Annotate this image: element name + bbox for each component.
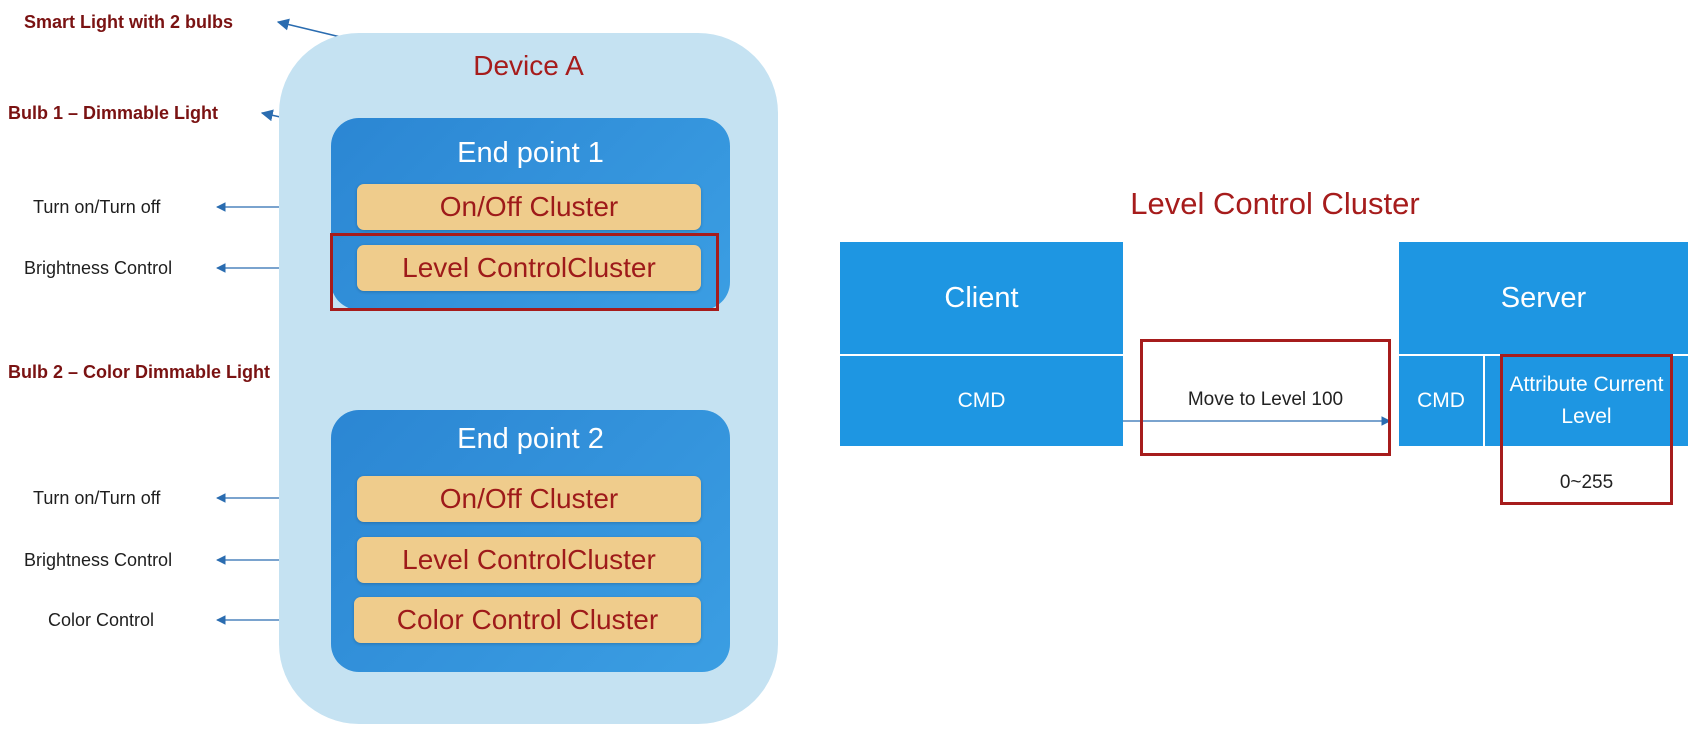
label-ep2-brightness: Brightness Control [24, 550, 173, 570]
ep1-level-control-cluster: Level ControlCluster [357, 245, 701, 291]
ep1-onoff-cluster: On/Off Cluster [357, 184, 701, 230]
server-attribute: Attribute Current Level [1485, 356, 1688, 446]
server-header: Server [1399, 242, 1688, 354]
client-cmd: CMD [840, 356, 1123, 446]
attribute-range: 0~255 [1559, 472, 1614, 493]
label-smart-light: Smart Light with 2 bulbs [24, 12, 234, 32]
endpoint-2-title: End point 2 [457, 423, 604, 455]
move-to-level-message: Move to Level 100 [1187, 389, 1344, 410]
level-control-title: Level Control Cluster [1130, 186, 1420, 221]
label-ep1-brightness: Brightness Control [24, 258, 173, 278]
client-header: Client [840, 242, 1123, 354]
message-highlight [1140, 339, 1391, 456]
ep2-onoff-cluster: On/Off Cluster [357, 476, 701, 522]
label-ep2-turn-on-off: Turn on/Turn off [33, 488, 161, 508]
ep2-color-control-cluster: Color Control Cluster [354, 597, 701, 643]
label-ep1-turn-on-off: Turn on/Turn off [33, 197, 161, 217]
device-title: Device A [473, 50, 584, 81]
ep2-level-control-cluster: Level ControlCluster [357, 537, 701, 583]
label-ep2-color-control: Color Control [48, 610, 155, 630]
label-bulb1: Bulb 1 – Dimmable Light [8, 103, 219, 123]
endpoint-1-title: End point 1 [457, 137, 604, 169]
ep1-level-highlight [330, 233, 719, 311]
label-bulb2: Bulb 2 – Color Dimmable Light [8, 362, 271, 382]
server-cmd: CMD [1399, 356, 1483, 446]
attribute-highlight [1500, 354, 1673, 505]
